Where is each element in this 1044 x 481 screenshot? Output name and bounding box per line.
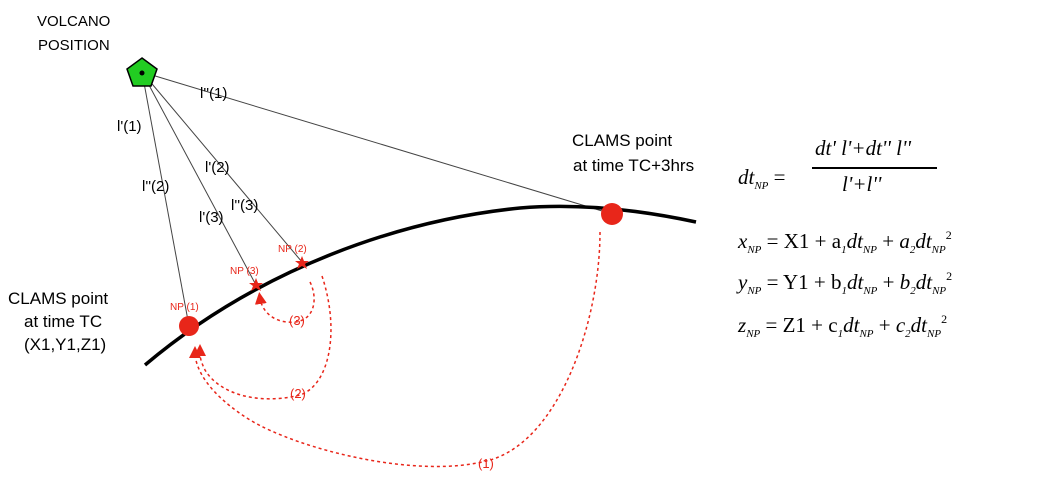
start-label-line3: (X1,Y1,Z1): [24, 335, 106, 354]
line-to-end-point: [141, 71, 613, 215]
equation-y: yNP = Y1 + b1dtNP + b2dtNP2: [738, 269, 953, 297]
equation-x: xNP = X1 + a1dtNP + a2dtNP2: [738, 228, 952, 256]
label-l-d-2: l'(2): [205, 159, 230, 176]
arrow-2: [194, 275, 332, 400]
arrow-label-3: (3): [289, 313, 305, 328]
label-l-dd-2: l''(2): [142, 178, 169, 195]
label-l-d-1: l'(1): [117, 118, 142, 135]
line-to-np2: [141, 71, 303, 263]
label-l-dd-3: l''(3): [231, 197, 258, 214]
volcano-center-dot: [139, 70, 145, 76]
arrow-label-2: (2): [290, 386, 306, 401]
arrow-label-1: (1): [478, 456, 494, 471]
label-np2: NP (2): [278, 244, 307, 255]
end-label-line2: at time TC+3hrs: [573, 156, 694, 175]
equation-dt-numerator: dt' l'+dt'' l'': [815, 136, 911, 160]
line-to-np1: [141, 71, 190, 327]
np2-star-icon: [295, 256, 309, 269]
start-label-line2: at time TC: [24, 312, 102, 331]
equation-dt-denominator: l'+l'': [842, 172, 882, 196]
volcano-title-line2: POSITION: [38, 37, 110, 54]
np3-star-icon: [249, 278, 263, 291]
equation-z: zNP = Z1 + c1dtNP + c2dtNP2: [738, 312, 948, 340]
equation-dt-fraction-bar: [812, 167, 937, 169]
start-label-line1: CLAMS point: [8, 289, 108, 308]
volcano-title-line1: VOLCANO: [37, 13, 110, 30]
label-l-d-3: l'(3): [199, 209, 224, 226]
end-point: [601, 203, 623, 225]
label-l-dd-1: l''(1): [200, 85, 227, 102]
arrow-3: [254, 281, 315, 323]
end-label-line1: CLAMS point: [572, 131, 672, 150]
arrow-1: [189, 231, 601, 468]
label-np3: NP (3): [230, 266, 259, 277]
label-np1: NP (1): [170, 302, 199, 313]
trajectory-curve: [143, 204, 697, 367]
line-to-np3: [141, 71, 257, 286]
start-point: [179, 316, 199, 336]
